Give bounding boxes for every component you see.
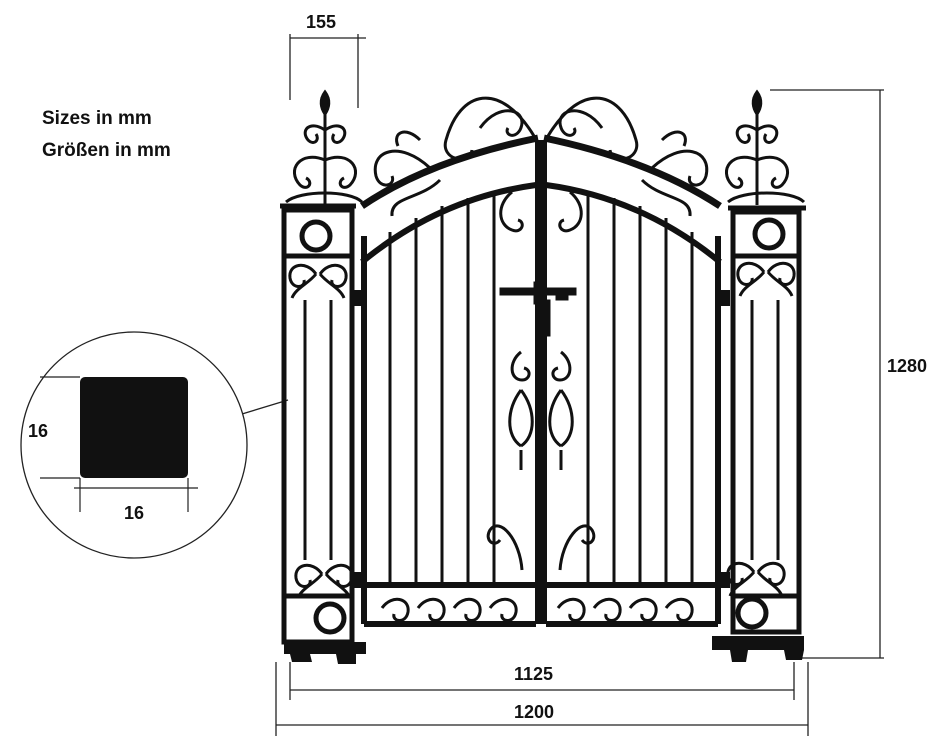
right-post — [730, 209, 802, 635]
units-note-english: Sizes in mm — [42, 108, 152, 129]
bar-side-a-label: 16 — [28, 421, 49, 441]
left-post — [281, 207, 355, 645]
inner-width-label: 1125 — [514, 664, 554, 684]
overall-width-label: 1200 — [514, 702, 555, 722]
units-note-german: Größen in mm — [42, 140, 171, 161]
square-bar-section — [80, 377, 188, 478]
post-bases — [284, 636, 804, 664]
hinges — [352, 290, 730, 588]
dimension-lines — [241, 34, 884, 736]
arch-scrollwork — [373, 96, 709, 233]
right-post-scrolls — [726, 261, 796, 598]
center-scrolls — [486, 350, 596, 571]
left-post-scrolls — [288, 263, 354, 600]
cross-section-detail — [20, 331, 248, 559]
post-width-label: 155 — [306, 12, 337, 32]
right-gate-leaf — [541, 134, 722, 627]
bar-side-b-label: 16 — [124, 503, 145, 523]
left-finial-icon — [280, 89, 364, 209]
latch — [499, 281, 577, 337]
height-label: 1280 — [887, 356, 928, 376]
left-gate-leaf — [360, 134, 541, 627]
right-finial-icon — [725, 89, 806, 211]
